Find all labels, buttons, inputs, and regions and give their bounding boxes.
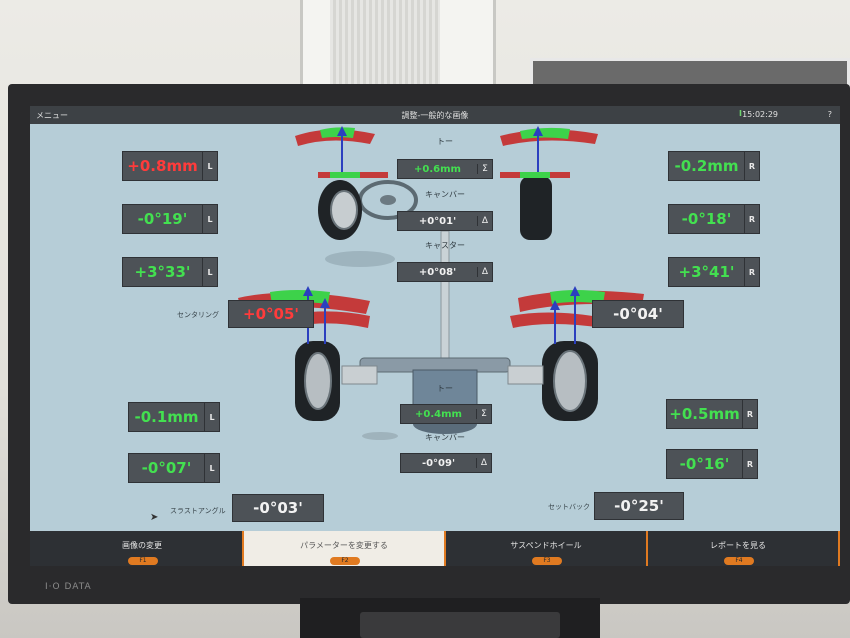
front-right-wheel (520, 176, 552, 240)
side-marker-l: L (202, 205, 217, 233)
delta-icon: Δ (476, 458, 491, 468)
alignment-screen: メニュー 調整-一般的な画像 I 15:02:29 ? (30, 106, 840, 566)
t-marker-icon: I (739, 109, 742, 118)
tab-change-parameters[interactable]: パラメーターを変更する F2 (244, 531, 446, 566)
steering-shadow (325, 251, 395, 267)
side-marker-r: R (742, 400, 757, 428)
centering-label: センタリング (177, 311, 219, 319)
rear-left-camber-value: -0°07' (141, 459, 192, 477)
centering-box: +0°05' (228, 300, 314, 328)
setback-value: -0°25' (614, 497, 664, 515)
key-badge: F1 (128, 557, 158, 565)
rear-right-wheel (507, 341, 598, 421)
setback-box: -0°25' (594, 492, 684, 520)
front-toe-label: トー (437, 137, 453, 146)
front-right-camber-value: -0°18' (681, 210, 732, 228)
help-button[interactable]: ? (827, 110, 832, 119)
front-left-camber-value: -0°19' (137, 210, 188, 228)
rear-toe-label: トー (437, 384, 453, 393)
rear-cross-camber-box: -0°09' Δ (400, 453, 492, 473)
window-title: 調整-一般的な画像 (401, 111, 469, 120)
key-badge: F2 (330, 557, 360, 565)
front-left-toe-value: +0.8mm (127, 157, 198, 175)
menu-button[interactable]: メニュー (36, 111, 68, 120)
front-caster-label: キャスター (425, 241, 465, 250)
key-badge: F4 (724, 557, 754, 565)
thrust-angle-label: スラストアングル (170, 507, 226, 515)
front-left-caster-box: +3°33' L (122, 257, 218, 287)
front-right-toe-value: -0.2mm (674, 157, 739, 175)
front-left-camber-box: -0°19' L (122, 204, 218, 234)
rear-left-wheel (295, 341, 378, 421)
sigma-icon: Σ (477, 164, 492, 174)
tab-label: レポートを見る (710, 541, 766, 550)
rear-cross-camber-value: -0°09' (421, 457, 456, 469)
rear-left-camber-box: -0°07' L (128, 453, 220, 483)
side-marker-l: L (202, 152, 217, 180)
sigma-icon: Σ (476, 409, 491, 419)
centering-value: +0°05' (243, 305, 299, 323)
function-key-bar: 画像の変更 F1 パラメーターを変更する F2 サスペンドホイール F3 レポー… (30, 531, 840, 566)
setback-label: セットバック (548, 503, 590, 511)
front-left-caster-value: +3°33' (134, 263, 191, 281)
rear-left-toe-box: -0.1mm L (128, 402, 220, 432)
thrust-angle-box: -0°03' (232, 494, 324, 522)
front-right-camber-box: -0°18' R (668, 204, 760, 234)
front-right-caster-value: +3°41' (678, 263, 735, 281)
tab-label: 画像の変更 (122, 541, 162, 550)
front-cross-camber-value: +0°01' (418, 215, 457, 227)
front-cross-caster-value: +0°08' (418, 266, 457, 278)
front-cross-camber-box: +0°01' Δ (397, 211, 493, 231)
rear-camber-label: キャンバー (425, 433, 465, 442)
side-marker-r: R (744, 152, 759, 180)
front-right-caster-box: +3°41' R (668, 257, 760, 287)
front-right-toe-box: -0.2mm R (668, 151, 760, 181)
tab-view-report[interactable]: レポートを見る F4 (638, 531, 840, 566)
front-camber-label: キャンバー (425, 190, 465, 199)
tab-label: パラメーターを変更する (300, 541, 388, 550)
clock: 15:02:29 (742, 110, 778, 119)
side-marker-l: L (204, 403, 219, 431)
front-camber-bar-right (500, 172, 570, 178)
front-total-toe-box: +0.6mm Σ (397, 159, 493, 179)
side-marker-l: L (202, 258, 217, 286)
front-cross-caster-box: +0°08' Δ (397, 262, 493, 282)
right-center-value: -0°04' (613, 305, 663, 323)
rear-total-toe-box: +0.4mm Σ (400, 404, 492, 424)
rear-right-toe-value: +0.5mm (669, 405, 740, 423)
side-marker-r: R (742, 450, 757, 478)
title-bar: メニュー 調整-一般的な画像 I 15:02:29 ? (30, 106, 840, 124)
rear-right-camber-value: -0°16' (679, 455, 730, 473)
rear-right-toe-box: +0.5mm R (666, 399, 758, 429)
arrow-cursor-icon: ➤ (150, 512, 159, 523)
front-left-toe-box: +0.8mm L (122, 151, 218, 181)
keyboard (360, 612, 560, 638)
side-marker-l: L (204, 454, 219, 482)
rear-right-camber-box: -0°16' R (666, 449, 758, 479)
key-badge: F3 (532, 557, 562, 565)
right-center-box: -0°04' (592, 300, 684, 328)
front-left-toe-gauge (295, 126, 375, 174)
front-right-toe-gauge (500, 126, 598, 174)
thrust-angle-value: -0°03' (253, 499, 303, 517)
vehicle-shadow (362, 432, 398, 440)
side-marker-r: R (744, 205, 759, 233)
rear-left-toe-value: -0.1mm (134, 408, 199, 426)
drive-shaft (440, 230, 450, 367)
side-marker-r: R (744, 258, 759, 286)
vehicle-diagram (238, 126, 644, 440)
rear-total-toe-value: +0.4mm (415, 408, 462, 420)
background-blind (330, 0, 440, 90)
delta-icon: Δ (477, 216, 492, 226)
front-total-toe-value: +0.6mm (414, 163, 461, 175)
delta-icon: Δ (477, 267, 492, 277)
front-camber-bar-left (318, 172, 388, 178)
tab-label: サスペンドホイール (510, 541, 582, 550)
tab-change-image[interactable]: 画像の変更 F1 (42, 531, 244, 566)
tab-suspend-wheel[interactable]: サスペンドホイール F3 (446, 531, 648, 566)
rear-right-toe-gauge (510, 286, 644, 344)
monitor-brand: I·O DATA (45, 582, 92, 592)
front-left-wheel (318, 180, 362, 240)
